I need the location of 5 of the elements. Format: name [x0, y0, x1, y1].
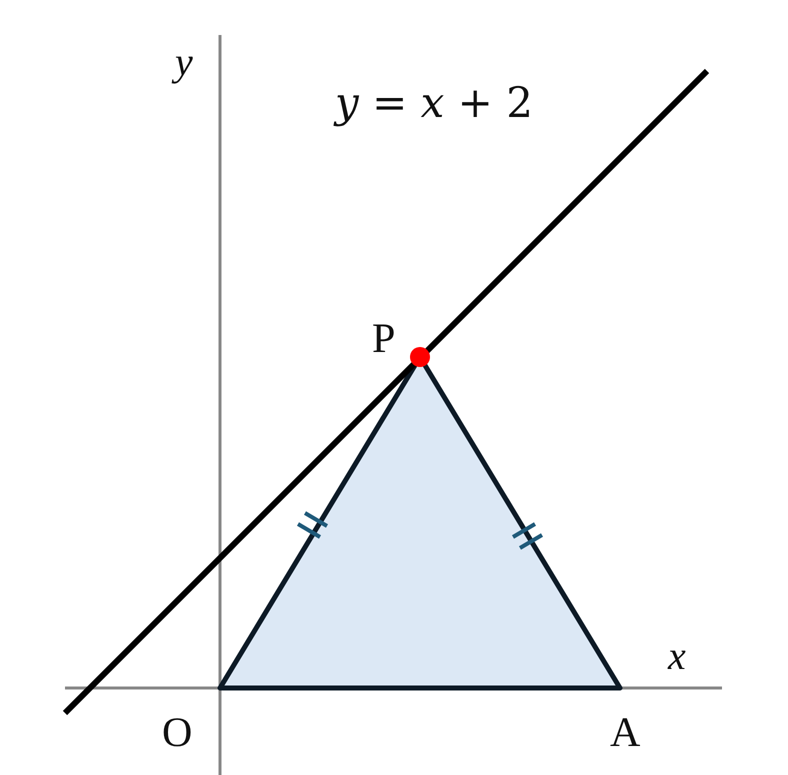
axis-label: x [668, 636, 686, 676]
point-label: P [372, 318, 396, 360]
point-label: A [610, 712, 640, 754]
equation-label: y = x + 2 [335, 82, 533, 124]
point-label: O [162, 712, 192, 754]
